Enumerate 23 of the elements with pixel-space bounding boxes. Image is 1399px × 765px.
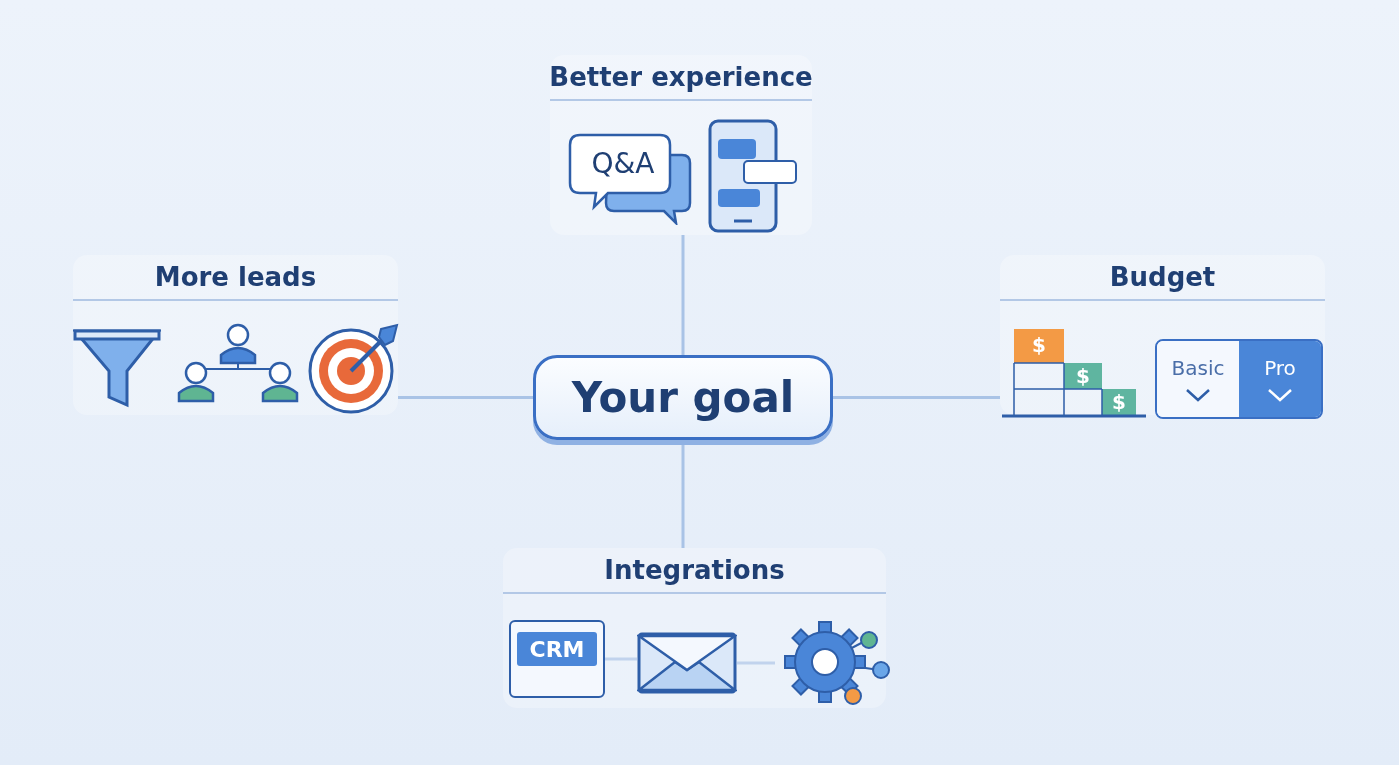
section-heading: Budget xyxy=(1000,255,1325,301)
section-heading: Better experience xyxy=(550,55,812,101)
speech-bubble xyxy=(568,133,692,225)
dollar-sign: $ xyxy=(1031,333,1047,357)
connector-line xyxy=(833,396,1000,399)
section-panel xyxy=(73,255,398,415)
dollar-sign: $ xyxy=(1075,364,1091,388)
section-heading: Integrations xyxy=(503,548,886,594)
bubble-text: Q&A xyxy=(590,147,656,180)
plan-label: Basic xyxy=(1171,356,1225,380)
section-panel xyxy=(550,55,812,235)
crm-window xyxy=(509,620,605,698)
pricing-toggle xyxy=(1155,339,1323,419)
crm-label: CRM xyxy=(517,632,597,666)
connector-line xyxy=(398,396,533,399)
plan-label: Pro xyxy=(1264,356,1296,380)
connector-line xyxy=(681,235,685,355)
dollar-sign: $ xyxy=(1111,390,1127,414)
goal-text: Your goal xyxy=(571,373,795,422)
section-heading: More leads xyxy=(73,255,398,301)
connector-line xyxy=(605,657,637,661)
envelope-icon xyxy=(637,632,737,694)
connector-line xyxy=(737,661,775,665)
